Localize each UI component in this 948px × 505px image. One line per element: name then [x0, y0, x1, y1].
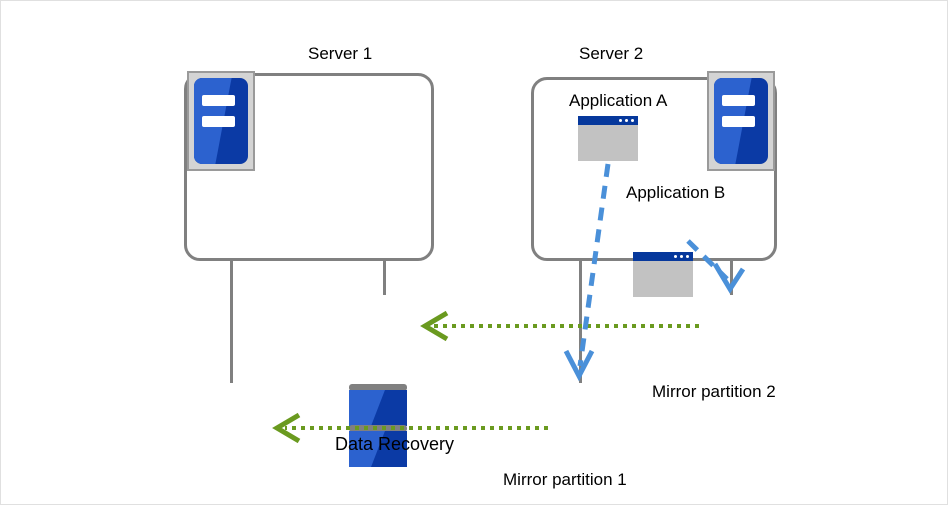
disk-server1-upper	[349, 384, 407, 467]
server-2-tower-icon	[707, 71, 775, 171]
application-b-window-icon	[633, 252, 693, 297]
tower-bar-top	[721, 95, 756, 107]
window-title-bar	[633, 252, 693, 261]
disk-slab-top	[349, 390, 407, 426]
application-a-window-icon	[578, 116, 638, 161]
server-2-wire-left	[579, 259, 582, 383]
window-dot-2	[680, 255, 683, 258]
server-1-tower-icon	[187, 71, 255, 171]
application-b-label: Application B	[626, 183, 726, 202]
window-dot-2	[625, 119, 628, 122]
window-dot-1	[674, 255, 677, 258]
window-dot-1	[619, 119, 622, 122]
server-2-wire-right	[730, 259, 733, 295]
tower-bar-bottom	[721, 115, 756, 127]
disk-mirror-2-label: Mirror partition 2	[652, 382, 776, 401]
server-2-tower-body	[714, 78, 768, 164]
data-recovery-label: Data Recovery	[335, 434, 455, 454]
application-a-label: Application A	[569, 91, 668, 110]
window-title-bar	[578, 116, 638, 125]
server-1-wire-right	[383, 259, 386, 295]
window-dot-3	[631, 119, 634, 122]
tower-bar-top	[201, 95, 236, 107]
tower-bar-bottom	[201, 115, 236, 127]
window-dot-3	[686, 255, 689, 258]
disk-mirror-1-label: Mirror partition 1	[503, 470, 627, 489]
server-1-tower-body	[194, 78, 248, 164]
server-1-wire-left	[230, 259, 233, 383]
disk-cap-top	[349, 384, 407, 391]
recovery-arrow-upper	[420, 310, 699, 342]
server-1-title: Server 1	[308, 44, 373, 63]
server-2-title: Server 2	[579, 44, 644, 63]
disk-slab-bottom	[349, 431, 407, 467]
